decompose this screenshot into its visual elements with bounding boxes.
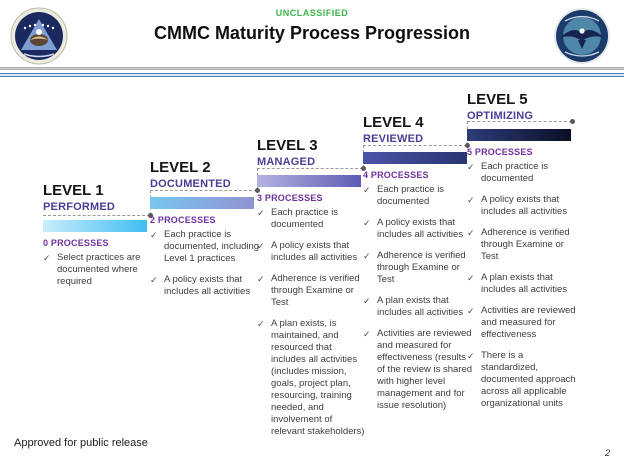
level-progress-bar — [257, 175, 361, 187]
check-icon: ✓ — [257, 241, 265, 251]
level-4-column: LEVEL 4 REVIEWED 4 PROCESSES ✓Each pract… — [363, 114, 479, 411]
bullet-item: ✓Activities are reviewed and measured fo… — [363, 328, 473, 411]
level-bullet-list: ✓Each practice is documented ✓A policy e… — [467, 161, 577, 419]
check-icon: ✓ — [363, 296, 371, 306]
level-1-column: LEVEL 1 PERFORMED 0 PROCESSES ✓Select pr… — [43, 182, 159, 287]
check-icon: ✓ — [467, 273, 475, 283]
bullet-item: ✓A policy exists that includes all activ… — [363, 217, 464, 240]
bullet-item: ✓A plan exists, is maintained, and resou… — [257, 318, 365, 437]
level-5-column: LEVEL 5 OPTIMIZING 5 PROCESSES ✓Each pra… — [467, 91, 583, 409]
check-icon: ✓ — [150, 275, 158, 285]
connector-line-level5 — [467, 121, 572, 122]
dod-seal-logo — [554, 8, 610, 64]
level-bullet-list: ✓Each practice is documented, including … — [150, 229, 260, 307]
check-icon: ✓ — [467, 306, 475, 316]
connector-line-level1 — [43, 215, 150, 216]
connector-line-level3 — [257, 168, 363, 169]
header-divider-blue — [0, 73, 624, 77]
check-icon: ✓ — [467, 162, 475, 172]
connector-line-level2 — [150, 190, 257, 191]
header-divider-gray — [0, 67, 624, 70]
level-bullet-list: ✓Each practice is documented ✓A policy e… — [363, 184, 473, 421]
level-title: LEVEL 5 — [467, 91, 528, 108]
approval-notice: Approved for public release — [14, 437, 148, 449]
check-icon: ✓ — [257, 208, 265, 218]
level-subtitle: OPTIMIZING — [467, 110, 534, 122]
level-progress-bar — [363, 152, 467, 164]
bullet-item: ✓Each practice is documented — [257, 207, 339, 230]
level-progress-bar — [150, 197, 254, 209]
level-subtitle: DOCUMENTED — [150, 178, 231, 190]
bullet-item: ✓A policy exists that includes all activ… — [467, 194, 568, 217]
check-icon: ✓ — [363, 218, 371, 228]
connector-dot — [570, 119, 575, 124]
level-subtitle: MANAGED — [257, 156, 316, 168]
bullet-item: ✓There is a standardized, documented app… — [467, 350, 576, 409]
bullet-item: ✓A plan exists that includes all activit… — [363, 295, 464, 318]
level-title: LEVEL 4 — [363, 114, 424, 131]
connector-dot — [148, 213, 153, 218]
bullet-item: ✓Adherence is verified through Examine o… — [363, 250, 466, 285]
bullet-item: ✓Each practice is documented — [363, 184, 445, 207]
level-progress-bar — [467, 129, 571, 141]
page-title: CMMC Maturity Process Progression — [153, 23, 471, 43]
bullet-item: ✓A policy exists that includes all activ… — [257, 240, 358, 263]
check-icon: ✓ — [363, 185, 371, 195]
check-icon: ✓ — [43, 253, 51, 263]
level-2-column: LEVEL 2 DOCUMENTED 2 PROCESSES ✓Each pra… — [150, 159, 266, 297]
check-icon: ✓ — [467, 228, 475, 238]
check-icon: ✓ — [257, 274, 265, 284]
connector-dot — [255, 188, 260, 193]
cmmc-seal-logo — [10, 7, 68, 65]
bullet-item: ✓A plan exists that includes all activit… — [467, 272, 568, 295]
level-subtitle: PERFORMED — [43, 201, 116, 213]
level-processes-label: 0 PROCESSES — [43, 238, 109, 248]
bullet-item: ✓Adherence is verified through Examine o… — [257, 273, 360, 308]
level-processes-label: 3 PROCESSES — [257, 193, 323, 203]
bullet-item: ✓Select practices are documented where r… — [43, 252, 141, 287]
check-icon: ✓ — [467, 195, 475, 205]
check-icon: ✓ — [363, 251, 371, 261]
bullet-item: ✓Each practice is documented, including … — [150, 229, 260, 264]
level-3-column: LEVEL 3 MANAGED 3 PROCESSES ✓Each practi… — [257, 137, 373, 437]
level-bullet-list: ✓Select practices are documented where r… — [43, 252, 153, 297]
connector-dot — [361, 166, 366, 171]
level-subtitle: REVIEWED — [363, 133, 424, 145]
level-title: LEVEL 2 — [150, 159, 211, 176]
level-processes-label: 2 PROCESSES — [150, 215, 216, 225]
level-title: LEVEL 1 — [43, 182, 104, 199]
page-number: 2 — [604, 448, 610, 458]
check-icon: ✓ — [257, 319, 265, 329]
check-icon: ✓ — [363, 329, 371, 339]
level-processes-label: 4 PROCESSES — [363, 170, 429, 180]
level-bullet-list: ✓Each practice is documented ✓A policy e… — [257, 207, 367, 447]
bullet-item: ✓Each practice is documented — [467, 161, 549, 184]
bullet-item: ✓Activities are reviewed and measured fo… — [467, 305, 576, 340]
connector-dot — [465, 143, 470, 148]
connector-line-level4 — [363, 145, 467, 146]
bullet-item: ✓Adherence is verified through Examine o… — [467, 227, 570, 262]
bullet-item: ✓A policy exists that includes all activ… — [150, 274, 251, 297]
classification-banner: UNCLASSIFIED — [275, 8, 349, 18]
level-processes-label: 5 PROCESSES — [467, 147, 533, 157]
level-title: LEVEL 3 — [257, 137, 318, 154]
check-icon: ✓ — [467, 351, 475, 361]
level-progress-bar — [43, 220, 147, 232]
check-icon: ✓ — [150, 230, 158, 240]
